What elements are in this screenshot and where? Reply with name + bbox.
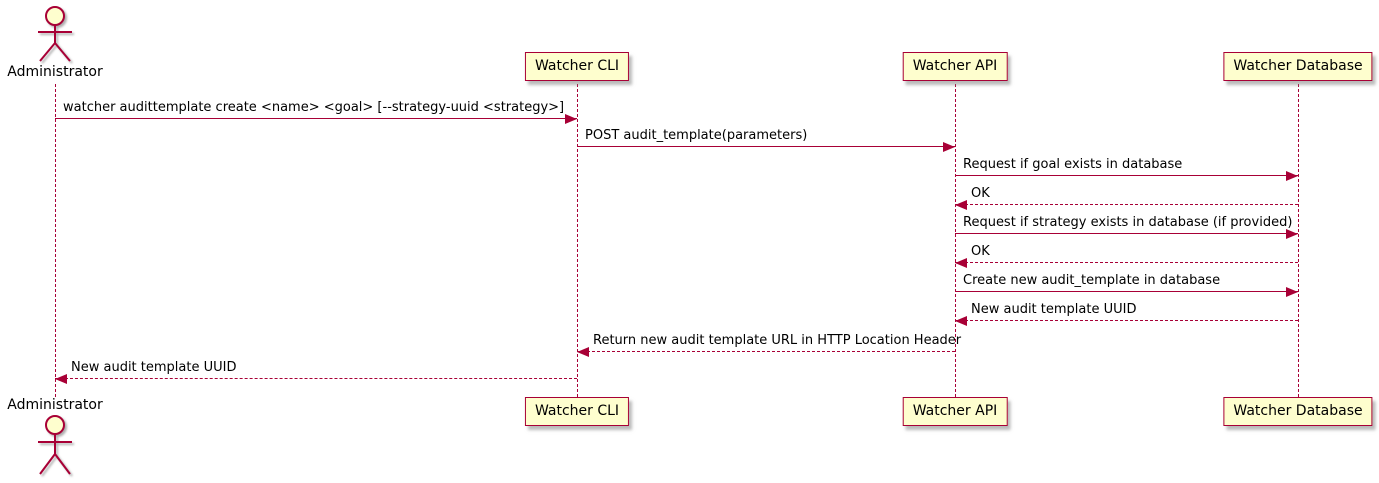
actor-icon-top [38, 6, 72, 62]
message-arrow-4 [955, 204, 1298, 205]
arrowhead-icon-3 [1286, 171, 1298, 181]
message-arrow-9 [577, 351, 955, 352]
arrowhead-icon-5 [1286, 229, 1298, 239]
participant-api-bottom: Watcher API [902, 397, 1008, 426]
message-label-9: Return new audit template URL in HTTP Lo… [593, 333, 962, 348]
message-label-5: Request if strategy exists in database (… [963, 215, 1293, 230]
message-arrow-3 [955, 175, 1298, 176]
lifeline-api [955, 84, 956, 397]
lifeline-admin [55, 84, 56, 397]
message-arrow-5 [955, 233, 1298, 234]
actor-label-bottom: Administrator [7, 397, 103, 413]
arrowhead-icon-6 [955, 258, 967, 268]
arrowhead-icon-4 [955, 200, 967, 210]
participant-cli-top: Watcher CLI [524, 52, 630, 81]
arrowhead-icon-2 [943, 142, 955, 152]
actor-icon-bottom [38, 415, 72, 475]
lifeline-cli [577, 84, 578, 397]
arrowhead-icon-7 [1286, 287, 1298, 297]
message-label-3: Request if goal exists in database [963, 157, 1183, 172]
message-arrow-8 [955, 320, 1298, 321]
message-arrow-1 [55, 118, 577, 119]
message-label-6: OK [971, 244, 990, 259]
lifeline-db [1298, 84, 1299, 397]
message-arrow-10 [55, 378, 577, 379]
arrowhead-icon-8 [955, 316, 967, 326]
arrowhead-icon-9 [577, 347, 589, 357]
message-arrow-2 [577, 146, 955, 147]
participant-cli-bottom: Watcher CLI [524, 397, 630, 426]
participant-api-top: Watcher API [902, 52, 1008, 81]
message-label-8: New audit template UUID [971, 302, 1137, 317]
participant-db-top: Watcher Database [1223, 52, 1373, 81]
message-label-4: OK [971, 186, 990, 201]
message-arrow-7 [955, 291, 1298, 292]
message-label-1: watcher audittemplate create <name> <goa… [63, 100, 565, 115]
arrowhead-icon-10 [55, 374, 67, 384]
message-arrow-6 [955, 262, 1298, 263]
message-label-7: Create new audit_template in database [963, 273, 1221, 288]
actor-label-top: Administrator [7, 64, 103, 80]
participant-db-bottom: Watcher Database [1223, 397, 1373, 426]
arrowhead-icon-1 [565, 114, 577, 124]
message-label-10: New audit template UUID [71, 360, 237, 375]
message-label-2: POST audit_template(parameters) [585, 128, 808, 143]
